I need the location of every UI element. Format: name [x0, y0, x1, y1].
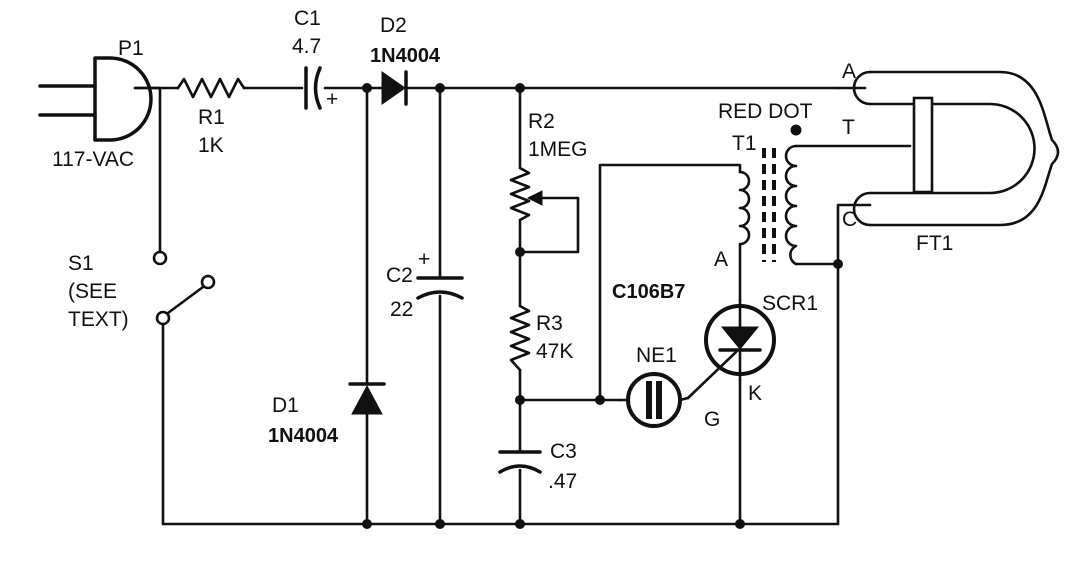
c3-value: .47 — [548, 470, 577, 493]
scr1-label: SCR1 — [762, 292, 818, 315]
capacitor-c3 — [498, 450, 542, 474]
scr1-thyristor — [686, 298, 776, 400]
red-dot-label: RED DOT — [718, 100, 813, 123]
transformer-t1 — [738, 124, 802, 266]
plug-p1 — [38, 56, 153, 142]
s1-note-line2: TEXT) — [68, 308, 129, 331]
d1-label: D1 — [272, 394, 299, 417]
junction-dots — [362, 83, 843, 529]
c3-label: C3 — [550, 440, 577, 463]
r1-value: 1K — [198, 134, 224, 157]
c1-value: 4.7 — [292, 35, 321, 58]
c1-polarity: + — [326, 88, 338, 111]
d2-part: 1N4004 — [370, 45, 441, 67]
flash-tube-ft1 — [852, 70, 1060, 227]
t1-anode-label: A — [714, 248, 728, 271]
r3-value: 47K — [536, 340, 573, 363]
ft1-cathode-label: C — [842, 208, 857, 231]
wires — [133, 86, 912, 526]
t1-label: T1 — [732, 132, 757, 155]
c2-polarity: + — [418, 248, 430, 271]
scr-part-number: C106B7 — [612, 281, 685, 303]
c2-label: C2 — [386, 264, 413, 287]
r1-label: R1 — [198, 106, 225, 129]
gate-label: G — [704, 408, 720, 431]
ft1-anode-label: A — [842, 60, 856, 83]
c2-value: 22 — [390, 298, 413, 321]
scr-cathode-label: K — [748, 382, 762, 405]
diode-d2 — [381, 70, 408, 106]
ft1-trigger-label: T — [842, 116, 855, 139]
r2-value: 1MEG — [528, 138, 588, 161]
capacitor-c2 — [416, 276, 464, 300]
c1-label: C1 — [294, 7, 321, 30]
r2-label: R2 — [528, 110, 555, 133]
diode-d1 — [348, 382, 386, 415]
d1-part: 1N4004 — [268, 425, 339, 447]
s1-label: S1 — [68, 252, 94, 275]
capacitor-c1 — [304, 66, 322, 110]
neon-lamp-ne1 — [618, 372, 690, 428]
d2-label: D2 — [380, 14, 407, 37]
voltage-label: 117-VAC — [52, 148, 134, 171]
p1-label: P1 — [118, 37, 144, 60]
s1-note-line1: (SEE — [68, 280, 117, 303]
ne1-label: NE1 — [636, 344, 677, 367]
switch-s1 — [152, 250, 216, 326]
ft1-label: FT1 — [916, 232, 953, 255]
resistor-r1 — [176, 77, 246, 99]
potentiometer-r2 — [509, 166, 543, 222]
r3-label: R3 — [536, 312, 563, 335]
resistor-r3 — [509, 304, 531, 372]
